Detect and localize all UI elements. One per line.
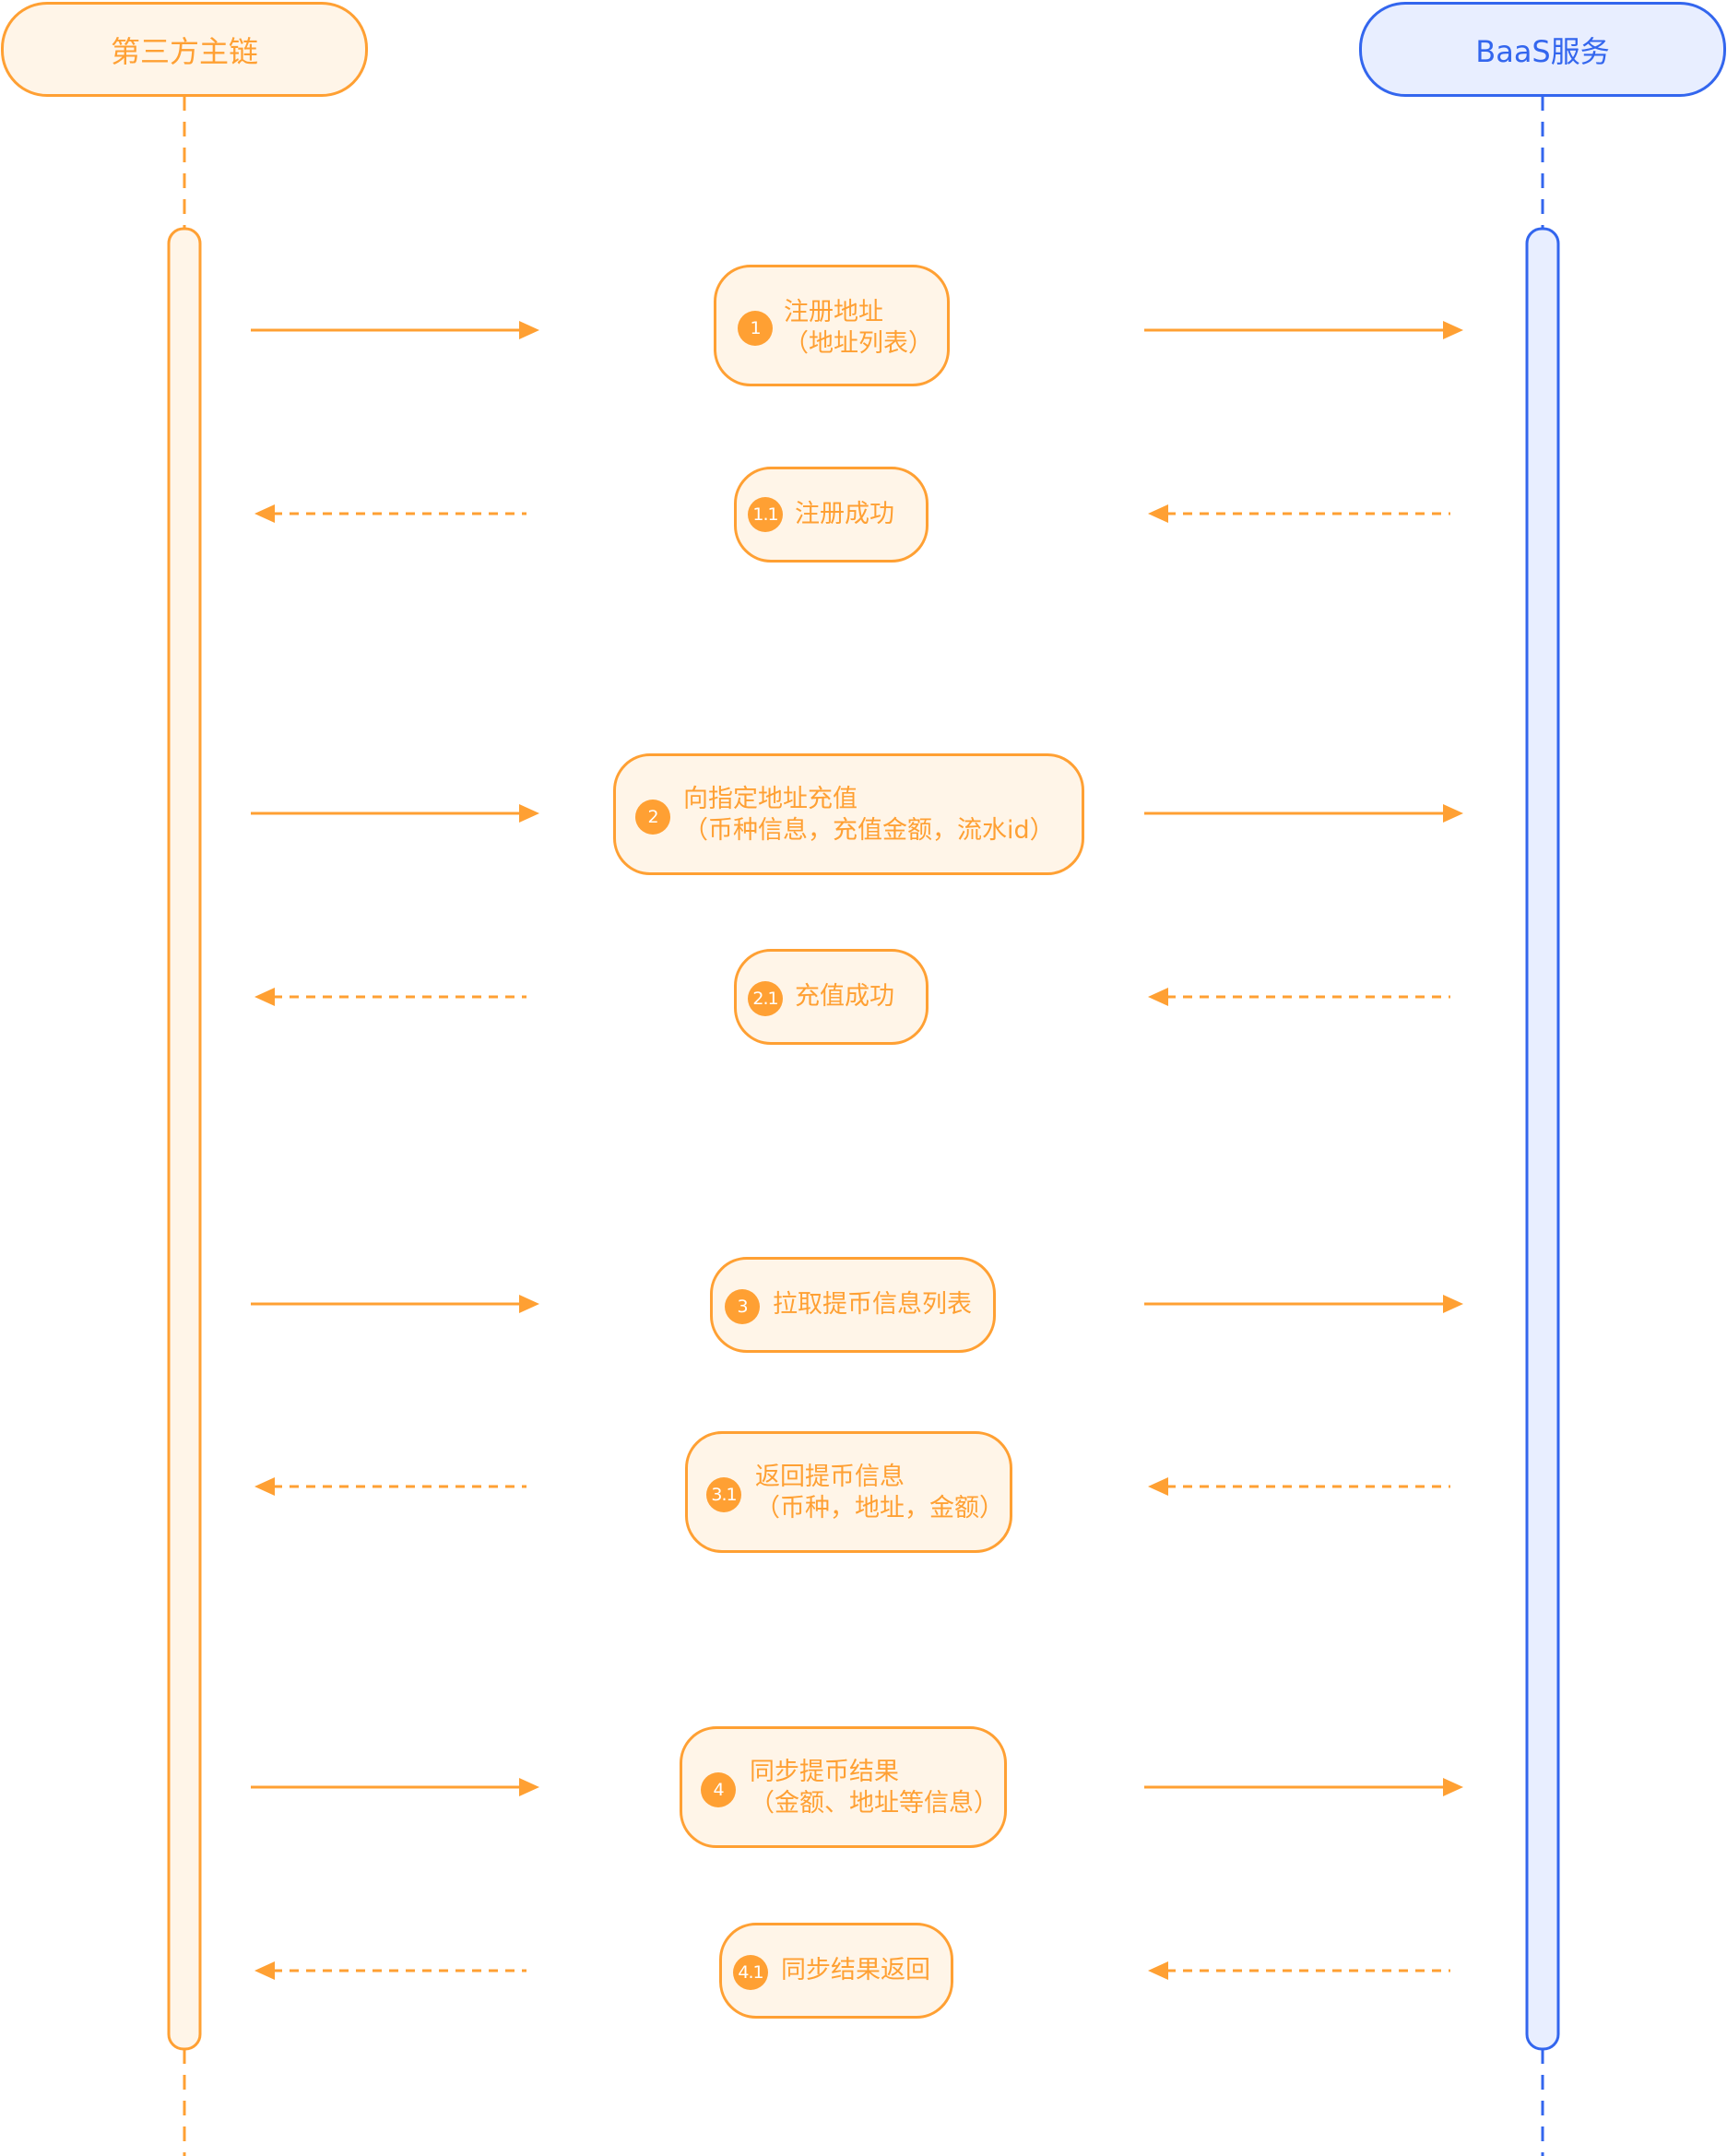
arrow-1-right-head: [1443, 321, 1463, 339]
step-badge-4: 4: [701, 1772, 736, 1807]
arrow-2-1-left-head: [254, 988, 275, 1006]
message-2-line1: 向指定地址充值: [683, 785, 858, 813]
message-3-1-line1: 返回提币信息: [755, 1463, 905, 1491]
arrow-1-1-left-head: [254, 504, 275, 523]
arrow-4-1-right-head: [1148, 1961, 1168, 1980]
arrow-2-left-head: [519, 804, 539, 823]
arrow-4-1-left-head: [254, 1961, 275, 1980]
step-badge-1: 1: [738, 311, 773, 346]
arrow-3-left-head: [519, 1295, 539, 1313]
arrow-4-left-head: [519, 1778, 539, 1796]
message-4-line2: （金额、地址等信息）: [750, 1789, 999, 1818]
actor-third-party-chain: 第三方主链: [1, 2, 368, 97]
actor-baas-service: BaaS服务: [1359, 2, 1726, 97]
arrow-1-1-right-head: [1148, 504, 1168, 523]
message-1-1-line1: 注册成功: [795, 500, 894, 528]
message-box-3-1: 3.1 返回提币信息 （币种，地址，金额）: [685, 1431, 1012, 1553]
message-3-1-line2: （币种，地址，金额）: [755, 1494, 1004, 1522]
message-box-2: 2 向指定地址充值 （币种信息，充值金额，流水id）: [613, 753, 1084, 875]
message-box-1: 1 注册地址 （地址列表）: [714, 265, 950, 386]
actor-baas-service-label: BaaS服务: [1475, 33, 1610, 69]
message-2-1-line1: 充值成功: [795, 982, 894, 1011]
step-badge-4-1: 4.1: [733, 1955, 768, 1990]
message-box-2-1: 2.1 充值成功: [734, 949, 929, 1045]
step-badge-2: 2: [635, 800, 670, 835]
arrow-3-1-right-head: [1148, 1477, 1168, 1496]
message-1-line2: （地址列表）: [784, 329, 933, 358]
arrow-2-1-right-head: [1148, 988, 1168, 1006]
step-badge-3: 3: [725, 1289, 760, 1324]
message-1-line1: 注册地址: [784, 298, 883, 326]
message-box-4: 4 同步提币结果 （金额、地址等信息）: [680, 1726, 1007, 1848]
message-box-1-1: 1.1 注册成功: [734, 467, 929, 563]
arrow-4-right-head: [1443, 1778, 1463, 1796]
left-activation-bar: [167, 227, 202, 2051]
message-4-1-line1: 同步结果返回: [781, 1956, 930, 1984]
arrow-3-right-head: [1443, 1295, 1463, 1313]
step-badge-1-1: 1.1: [748, 497, 783, 532]
arrow-3-1-left-head: [254, 1477, 275, 1496]
message-4-line1: 同步提币结果: [750, 1758, 899, 1786]
arrow-2-right-head: [1443, 804, 1463, 823]
message-box-3: 3 拉取提币信息列表: [710, 1257, 996, 1353]
message-3-line1: 拉取提币信息列表: [773, 1290, 972, 1319]
message-box-4-1: 4.1 同步结果返回: [719, 1923, 953, 2019]
step-badge-2-1: 2.1: [748, 981, 783, 1016]
arrow-1-left-head: [519, 321, 539, 339]
step-badge-3-1: 3.1: [706, 1477, 741, 1512]
actor-third-party-chain-label: 第三方主链: [110, 33, 258, 69]
right-activation-bar: [1525, 227, 1560, 2051]
message-2-line2: （币种信息，充值金额，流水id）: [683, 816, 1055, 845]
